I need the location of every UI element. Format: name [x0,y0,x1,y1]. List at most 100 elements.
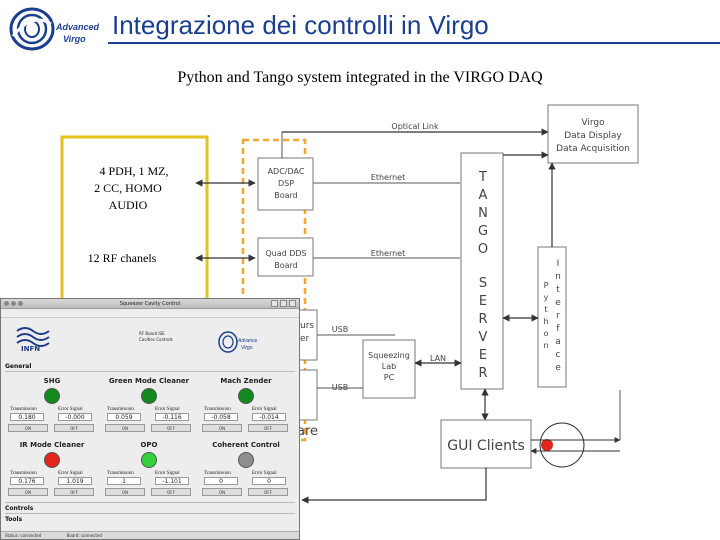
svg-text:er: er [300,334,310,344]
svg-text:T: T [478,170,487,185]
advanced-virgo-logo: Advanced Virgo [9,7,100,51]
svg-text:c: c [556,350,561,360]
controls-section-label[interactable]: Controls [5,505,34,512]
interface-label: I n t e r f a c e [555,259,561,373]
svg-text:G: G [478,224,488,239]
svg-text:Board: Board [274,261,298,270]
svg-text:USB: USB [332,383,348,392]
svg-text:Lab: Lab [382,362,396,371]
svg-text:Advanced: Advanced [237,338,257,344]
rf-channels-label: 12 RF chanels [88,251,157,265]
gui-header-logos: INFN RF Board ISE Cavities Controls Adva… [7,321,295,361]
group-label-line3: AUDIO [109,198,148,212]
svg-text:r: r [556,311,560,321]
error-signal-value: -0.014 [252,413,286,421]
svg-text:Data Acquisition: Data Acquisition [556,144,630,154]
on-button[interactable]: ON [105,488,145,496]
squeezing-lab-pc-box [362,339,416,399]
module-ir-mode-cleaner: IR Mode Cleaner Transmission Error Signa… [4,441,100,501]
svg-text:urs: urs [300,321,314,331]
svg-text:Virgo: Virgo [581,118,605,128]
svg-text:PC: PC [384,373,395,382]
svg-text:ADC/DAC: ADC/DAC [268,167,305,176]
error-signal-value: -1.101 [155,477,189,485]
error-signal-value: 1.019 [58,477,92,485]
transmission-value: -0.058 [204,413,238,421]
virgo-data-box [547,104,639,164]
tools-section-label[interactable]: Tools [5,516,23,523]
infn-logo [16,327,50,347]
svg-text:are: are [297,424,318,439]
svg-text:USB: USB [332,325,348,334]
svg-text:a: a [555,337,561,347]
off-button[interactable]: OFF [151,488,191,496]
transmission-value: 0.059 [107,413,141,421]
off-button[interactable]: OFF [151,424,191,432]
on-button[interactable]: ON [202,488,242,496]
svg-text:Board: Board [274,191,298,200]
on-button[interactable]: ON [105,424,145,432]
transmission-value: 0.180 [10,413,44,421]
maximize-icon[interactable] [280,300,287,307]
status-led [141,388,157,404]
window-titlebar[interactable]: Squeezer Cavity Control [1,299,299,309]
svg-text:E: E [479,348,487,363]
svg-text:e: e [555,298,561,308]
advanced-virgo-small-logo: Advanced Virgo [218,331,257,353]
adc-dac-board [257,157,314,211]
title-divider [108,42,720,44]
off-button[interactable]: OFF [248,488,288,496]
off-button[interactable]: OFF [54,424,94,432]
on-button[interactable]: ON [8,488,48,496]
svg-text:n: n [543,341,548,350]
on-button[interactable]: ON [8,424,48,432]
gui-clients-box [440,419,532,469]
off-button[interactable]: OFF [248,424,288,432]
error-signal-value: -0.000 [58,413,92,421]
svg-text:DSP: DSP [278,179,294,188]
general-section-label: General [5,363,32,370]
svg-text:Advanced: Advanced [55,22,100,32]
svg-text:n: n [555,272,561,282]
python-label: P y t h o n [543,281,548,350]
squeezer-control-window[interactable]: Squeezer Cavity Control INFN RF Board IS… [0,298,300,540]
python-interface-box [537,246,567,388]
group-label-line2: 2 CC, HOMO [94,181,162,195]
svg-text:E: E [479,294,487,309]
svg-text:o: o [544,329,549,338]
svg-text:A: A [479,188,488,203]
error-signal-value: 0 [252,477,286,485]
off-button[interactable]: OFF [54,488,94,496]
close-icon[interactable] [289,300,296,307]
module-opo: OPO Transmission Error Signal 1 -1.101 O… [101,441,197,501]
svg-text:Virgo: Virgo [63,34,86,44]
status-bar: Status: connected Board: connected [1,531,299,539]
transmission-value: 0.176 [10,477,44,485]
module-mach-zender: Mach Zender Transmission Error Signal -0… [198,377,294,437]
error-signal-value: -0.116 [155,413,189,421]
svg-text:N: N [478,206,488,221]
svg-text:GUI Clients: GUI Clients [447,438,525,454]
svg-text:R: R [478,312,487,327]
svg-text:e: e [555,363,561,373]
svg-text:I: I [557,259,560,269]
on-button[interactable]: ON [202,424,242,432]
group-label-line1: 4 PDH, 1 MZ, [99,164,168,178]
transmission-value: 1 [107,477,141,485]
svg-text:R: R [478,366,487,381]
svg-text:t: t [544,305,547,314]
svg-text:Squeezing: Squeezing [368,351,410,360]
svg-text:y: y [544,293,549,302]
transmission-value: 0 [204,477,238,485]
svg-text:Ethernet: Ethernet [371,249,405,258]
window-title: Squeezer Cavity Control [119,301,181,307]
svg-text:O: O [478,242,488,257]
minimize-icon[interactable] [271,300,278,307]
svg-text:LAN: LAN [430,354,446,363]
status-led [238,388,254,404]
svg-text:Data Display: Data Display [564,131,622,141]
svg-text:f: f [556,324,560,334]
module-coherent-control: Coherent Control Transmission Error Sign… [198,441,294,501]
svg-text:Quad DDS: Quad DDS [265,249,306,258]
svg-text:Virgo: Virgo [241,345,253,351]
